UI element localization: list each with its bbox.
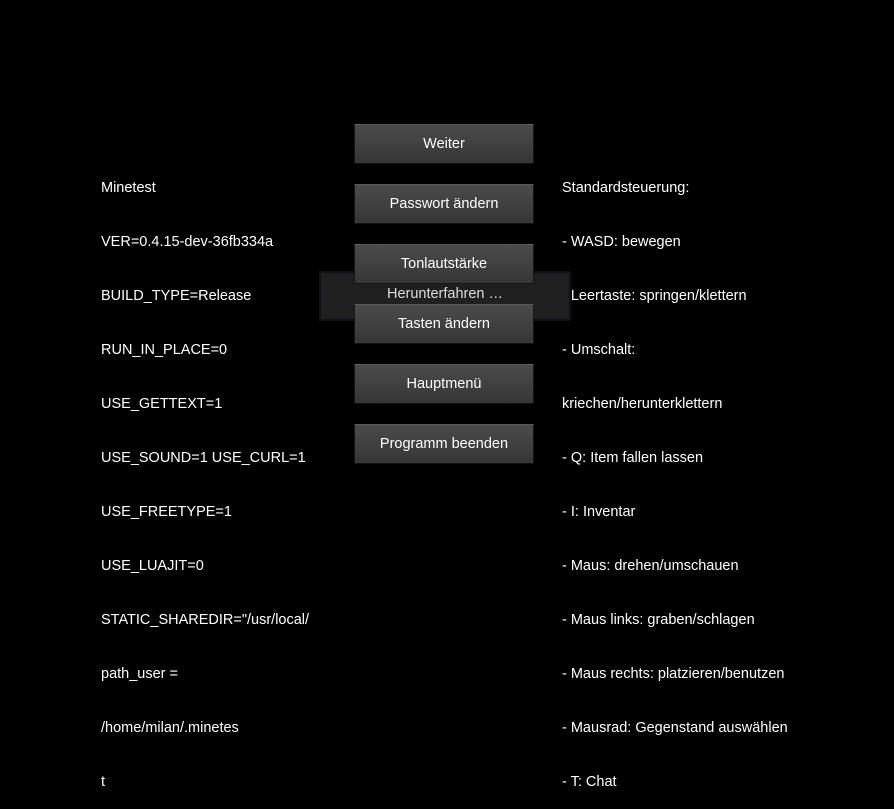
info-line: RUN_IN_PLACE=0 [101, 342, 228, 358]
change-password-button[interactable]: Passwort ändern [354, 184, 534, 224]
volume-button[interactable]: Tonlautstärke [354, 244, 534, 284]
info-line: t [101, 774, 106, 790]
shutdown-status-text: Herunterfahren … [386, 286, 504, 302]
help-line: Standardsteuerung: [562, 180, 690, 196]
help-line: kriechen/herunterklettern [562, 396, 723, 412]
version-info: Minetest VER=0.4.15-dev-36fb334a BUILD_T… [101, 143, 309, 809]
change-keys-button[interactable]: Tasten ändern [354, 304, 534, 344]
help-line: - Maus rechts: platzieren/benutzen [562, 666, 785, 682]
info-line: STATIC_SHAREDIR="/usr/local/ [101, 612, 310, 628]
help-line: - Umschalt: [562, 342, 636, 358]
controls-help: Standardsteuerung: - WASD: bewegen - Lee… [562, 143, 788, 809]
help-line: - T: Chat [562, 774, 617, 790]
help-line: - WASD: bewegen [562, 234, 681, 250]
info-line: path_user = [101, 666, 178, 682]
help-line: - Mausrad: Gegenstand auswählen [562, 720, 788, 736]
info-line: USE_FREETYPE=1 [101, 504, 232, 520]
info-line: Minetest [101, 180, 156, 196]
info-line: BUILD_TYPE=Release [101, 288, 252, 304]
help-line: - Q: Item fallen lassen [562, 450, 704, 466]
help-line: - Maus: drehen/umschauen [562, 558, 739, 574]
help-line: - I: Inventar [562, 504, 636, 520]
help-line: - Leertaste: springen/klettern [562, 288, 747, 304]
info-line: USE_LUAJIT=0 [101, 558, 204, 574]
info-line: USE_SOUND=1 USE_CURL=1 [101, 450, 306, 466]
help-line: - Maus links: graben/schlagen [562, 612, 755, 628]
info-line: VER=0.4.15-dev-36fb334a [101, 234, 274, 250]
main-menu-button[interactable]: Hauptmenü [354, 364, 534, 404]
info-line: USE_GETTEXT=1 [101, 396, 223, 412]
info-line: /home/milan/.minetes [101, 720, 239, 736]
exit-game-button[interactable]: Programm beenden [354, 424, 534, 464]
continue-button[interactable]: Weiter [354, 124, 534, 164]
